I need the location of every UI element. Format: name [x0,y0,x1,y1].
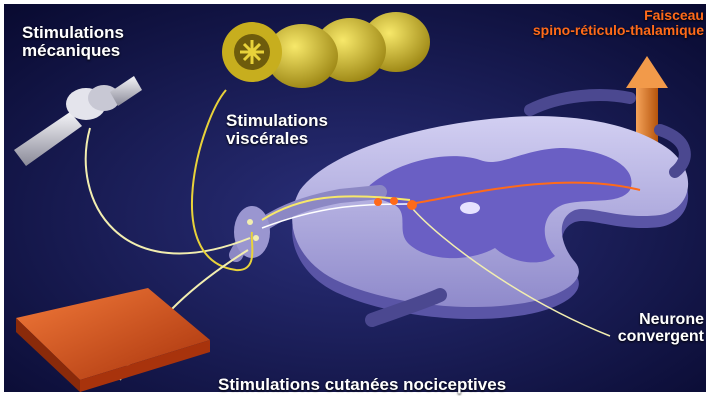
central-canal [460,202,480,214]
label-line: spino-réticulo-thalamique [533,23,704,38]
label-ascending-tract: Faisceau spino-réticulo-thalamique [533,8,704,37]
label-line: Neurone [618,312,704,329]
label-convergent-neuron: Neurone convergent [618,312,704,346]
label-line: mécaniques [22,42,124,60]
label-line: Faisceau [533,8,704,23]
label-line: viscérales [226,130,328,148]
label-cutaneous-stimulation: Stimulations cutanées nociceptives [218,376,506,394]
label-line: Stimulations [226,112,328,130]
label-line: convergent [618,329,704,346]
label-line: Stimulations [22,24,124,42]
label-mechanical-stimulation: Stimulations mécaniques [22,24,124,60]
convergent-neuron [407,200,417,210]
label-visceral-stimulation: Stimulations viscérales [226,112,328,148]
